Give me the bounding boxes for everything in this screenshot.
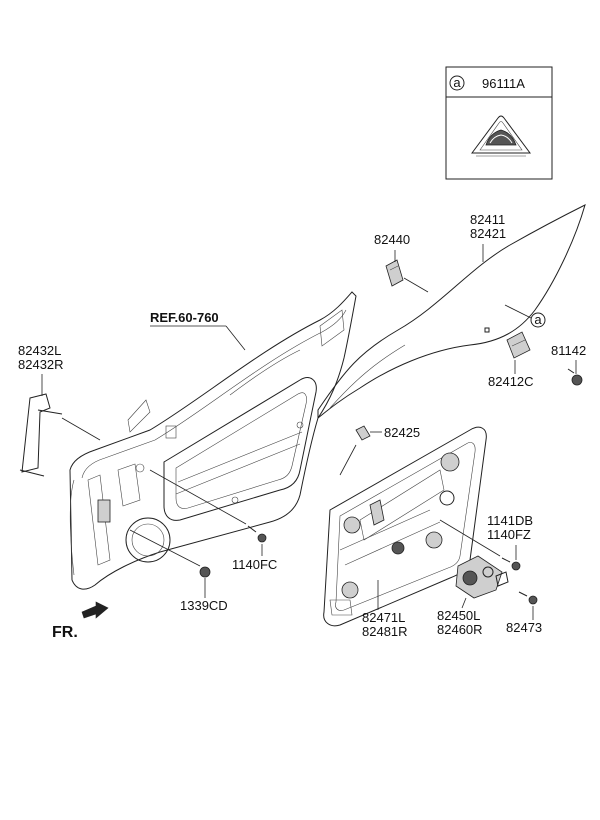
label-1140fz: 1140FZ [487, 527, 531, 542]
label-82432l: 82432L [18, 343, 61, 358]
label-82425: 82425 [384, 425, 420, 440]
door-glass [317, 204, 586, 420]
label-82412c: 82412C [488, 374, 534, 389]
label-1140fc: 1140FC [232, 557, 277, 572]
front-direction-label: FR. [52, 624, 78, 641]
clip-82425 [355, 425, 371, 441]
window-regulator-module [323, 426, 487, 627]
warning-label-icon [471, 115, 531, 157]
front-arrow-icon [81, 601, 109, 619]
window-motor [455, 555, 509, 599]
label-82481r: 82481R [362, 624, 408, 639]
label-82473: 82473 [506, 620, 542, 635]
bolt-1140fc [247, 525, 267, 543]
glass-ref-letter: a [534, 312, 542, 327]
bolt-82473 [518, 591, 538, 605]
label-1339cd: 1339CD [180, 598, 228, 613]
weatherstrip-82432 [19, 393, 63, 477]
glass-channel-clip [385, 259, 404, 287]
label-82411: 82411 [470, 212, 505, 227]
legend-ref-letter: a [453, 75, 461, 90]
screw-81142 [567, 368, 583, 386]
door-panel [69, 291, 357, 590]
label-82421: 82421 [470, 226, 506, 241]
bolt-1141db [501, 557, 521, 571]
label-82450l: 82450L [437, 608, 480, 623]
label-82460r: 82460R [437, 622, 483, 637]
label-82440: 82440 [374, 232, 410, 247]
label-ref-60-760: REF.60-760 [150, 310, 219, 325]
label-82471l: 82471L [362, 610, 405, 625]
glass-bracket [506, 331, 531, 359]
legend-box: a 96111A [445, 66, 553, 180]
nut-1339cd [199, 566, 211, 578]
label-1141db: 1141DB [487, 513, 533, 528]
label-82432r: 82432R [18, 357, 64, 372]
legend-part-number: 96111A [482, 76, 525, 91]
label-81142: 81142 [551, 343, 586, 358]
